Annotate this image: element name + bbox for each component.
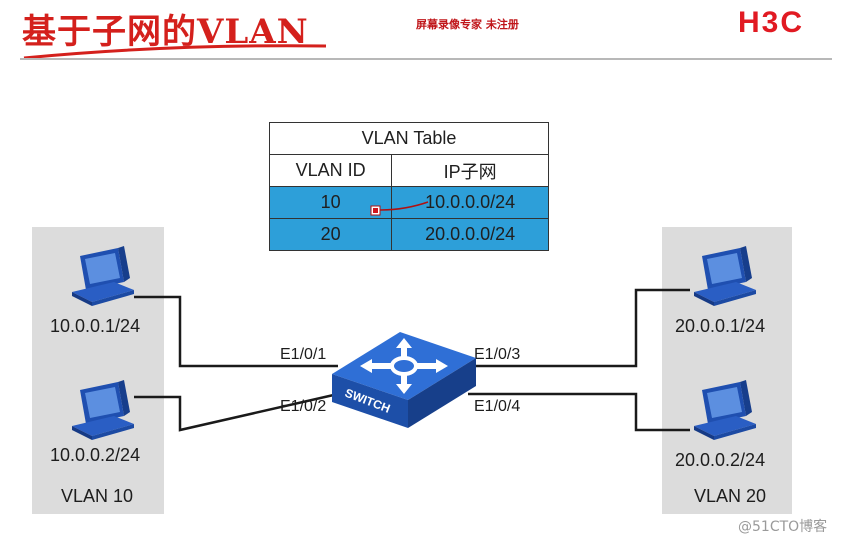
pc-icon xyxy=(72,380,134,440)
header-vlan-id: VLAN ID xyxy=(268,154,393,187)
switch-icon: SWITCH xyxy=(332,332,476,428)
cable-host4 xyxy=(468,392,690,432)
table-caption: VLAN Table xyxy=(269,122,549,155)
vlan10-label: VLAN 10 xyxy=(61,486,134,506)
pc-icon xyxy=(72,246,134,306)
mapping-marker-dot xyxy=(373,208,378,213)
host-ip-label: 20.0.0.1/24 xyxy=(675,316,766,336)
table-row: 10 10.0.0.0/24 xyxy=(268,186,549,219)
site-watermark: @51CTO博客 xyxy=(738,519,828,535)
port-label: E1/0/1 xyxy=(280,346,327,363)
cell-vlan-id: 20 xyxy=(268,218,393,251)
cell-subnet: 20.0.0.0/24 xyxy=(391,218,549,251)
vlan-table: VLAN Table VLAN ID IP子网 10 10.0.0.0/24 2… xyxy=(268,122,549,251)
port-label: E1/0/4 xyxy=(474,398,521,415)
pc-icon xyxy=(694,246,756,306)
recorder-watermark: 屏幕录像专家 未注册 xyxy=(416,18,519,31)
table-row: 20 20.0.0.0/24 xyxy=(268,218,549,251)
title-underline xyxy=(23,44,327,60)
cable-host1 xyxy=(134,295,338,368)
port-label: E1/0/3 xyxy=(474,346,521,363)
port-label: E1/0/2 xyxy=(280,398,327,415)
cable-host3 xyxy=(468,288,690,368)
host-ip-label: 10.0.0.1/24 xyxy=(50,316,141,336)
pc-icon xyxy=(694,380,756,440)
cable-host2 xyxy=(134,392,339,432)
cell-vlan-id: 10 xyxy=(268,186,393,219)
h3c-logo: H3C xyxy=(738,6,805,39)
header-divider xyxy=(20,58,832,60)
cell-subnet: 10.0.0.0/24 xyxy=(391,186,549,219)
vlan20-label: VLAN 20 xyxy=(694,486,767,506)
mapping-line xyxy=(379,201,429,211)
host-ip-label: 20.0.0.2/24 xyxy=(675,450,766,470)
host-ip-label: 10.0.0.2/24 xyxy=(50,445,141,465)
